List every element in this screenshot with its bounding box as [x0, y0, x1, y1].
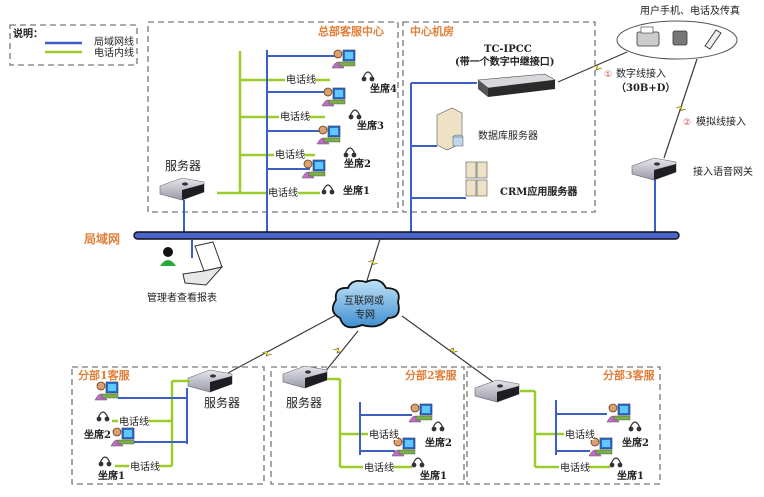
seat-label: 坐席1 [617, 469, 644, 482]
external-zone: 用户手机、电话及传真 ① 数字线接入 （30B+D） ② 模拟线接入 接入语音网… [557, 4, 753, 235]
database-server-label: 数据库服务器 [478, 129, 538, 142]
seat-label: 坐席1 [343, 184, 370, 197]
seat-label: 坐席2 [84, 428, 111, 441]
phone-icon [672, 30, 688, 46]
lightning-icon [675, 105, 687, 112]
branch-1-title: 分部1客服 [78, 368, 131, 382]
branch-2-box [270, 366, 465, 485]
lan-bus: 局域网 管理者查看报表 [84, 231, 680, 304]
devices-label: 用户手机、电话及传真 [640, 4, 740, 17]
phone-line-label: 电话线 [286, 73, 316, 86]
headset-icon [97, 456, 113, 467]
seat-label: 坐席4 [370, 82, 397, 95]
agent-icon [94, 381, 119, 401]
laptop-icon [182, 241, 224, 286]
branch-2-server-icon [282, 365, 328, 389]
ipcc-name: TC-IPCC [484, 44, 532, 55]
legend-phone-label: 电话内线 [94, 46, 134, 59]
phone-line-label: 电话线 [369, 428, 399, 441]
voice-gateway-icon [631, 157, 677, 181]
phone-line-label: 电话线 [275, 148, 305, 161]
digital-spec: （30B+D） [616, 81, 675, 94]
agent-icon [408, 403, 433, 423]
lightning-icon [591, 64, 603, 71]
crm-server-label: CRM应用服务器 [500, 185, 578, 198]
headset-icon [361, 71, 375, 83]
branch-1-server-icon [187, 369, 233, 393]
phone-line-label: 电话线 [560, 461, 590, 474]
branch-1-box [71, 366, 265, 485]
cloud: 互联网或 专网 [227, 238, 501, 388]
lan-backbone [133, 231, 680, 240]
hq-title: 总部客服中心 [318, 24, 384, 38]
phone-line-label: 电话线 [364, 461, 394, 474]
fax-icon [636, 26, 660, 47]
legend: 说明： 局域网线 电话内线 [9, 24, 138, 66]
branch-1-server-label: 服务器 [204, 395, 240, 410]
crm-server-icon [465, 161, 488, 197]
agent-icon [331, 49, 356, 69]
phone-line-label: 电话线 [280, 110, 310, 123]
hq-server-icon [159, 177, 205, 201]
seat-label: 坐席2 [344, 157, 371, 170]
cloud-line2: 专网 [355, 308, 375, 321]
analog-line-label: 模拟线接入 [696, 115, 746, 128]
lan-label: 局域网 [84, 231, 120, 246]
seat-label: 坐席2 [622, 436, 649, 449]
branch-3-server-icon [474, 379, 520, 403]
legend-lan-label: 局域网线 [94, 35, 134, 48]
manager-icon [160, 247, 176, 266]
headset-icon [343, 147, 357, 158]
headset-icon [627, 421, 643, 432]
branch-2-zone: 分部2客服 服务器 电话线 电话线 坐席2 坐席1 [270, 365, 465, 485]
branch-3-zone: 分部3客服 电话线 电话线 坐席2 坐席1 [466, 366, 661, 485]
datacenter-zone: 中心机房 TC-IPCC (带一个数字中继接口) 数据库服务器 CRM应用服务器 [402, 21, 596, 235]
cloud-line1: 互联网或 [344, 295, 384, 307]
seat-label: 坐席1 [98, 469, 125, 482]
agent-icon [316, 125, 341, 145]
hq-server-label: 服务器 [165, 158, 201, 173]
agent-icon [110, 427, 135, 447]
legend-box [9, 24, 138, 66]
phone-line-label: 电话线 [130, 460, 160, 473]
hq-zone: 总部客服中心 电话线 电话线 电话线 电话线 坐席4 坐席3 坐席2 [147, 21, 399, 235]
cloud-shape [331, 279, 400, 329]
database-server-icon [436, 107, 464, 151]
lightning-icon [367, 259, 379, 266]
hq-box [147, 21, 399, 213]
branch-3-title: 分部3客服 [603, 368, 656, 382]
agent-icon [606, 403, 631, 423]
branch-3-box [466, 366, 661, 485]
agent-icon [321, 87, 346, 107]
seat-label: 坐席2 [425, 436, 452, 449]
seat-label: 坐席3 [357, 119, 384, 132]
manager-label: 管理者查看报表 [147, 291, 217, 304]
legend-title: 说明： [13, 27, 43, 40]
ipcc-desc: (带一个数字中继接口) [455, 55, 554, 68]
headset-icon [431, 421, 445, 432]
phone-line-label: 电话线 [119, 415, 149, 428]
branch-2-title: 分部2客服 [405, 368, 458, 382]
headset-icon [348, 109, 362, 121]
digital-num: ① [604, 70, 612, 80]
mobile-icon [704, 29, 722, 50]
headset-icon [411, 457, 425, 468]
headset-icon [95, 411, 111, 422]
headset-icon [321, 184, 335, 195]
phone-line-label: 电话线 [268, 186, 298, 199]
analog-num: ② [683, 118, 691, 128]
seat-label: 坐席1 [420, 469, 447, 482]
datacenter-box [402, 21, 596, 213]
datacenter-title: 中心机房 [410, 24, 454, 38]
voice-gateway-label: 接入语音网关 [693, 165, 753, 178]
branch-1-zone: 分部1客服 服务器 电话线 电话线 坐席2 坐席1 [71, 366, 265, 485]
headset-icon [608, 457, 624, 468]
branch-2-server-label: 服务器 [286, 395, 322, 410]
digital-line-label: 数字线接入 [616, 67, 666, 80]
phone-line-label: 电话线 [565, 428, 595, 441]
